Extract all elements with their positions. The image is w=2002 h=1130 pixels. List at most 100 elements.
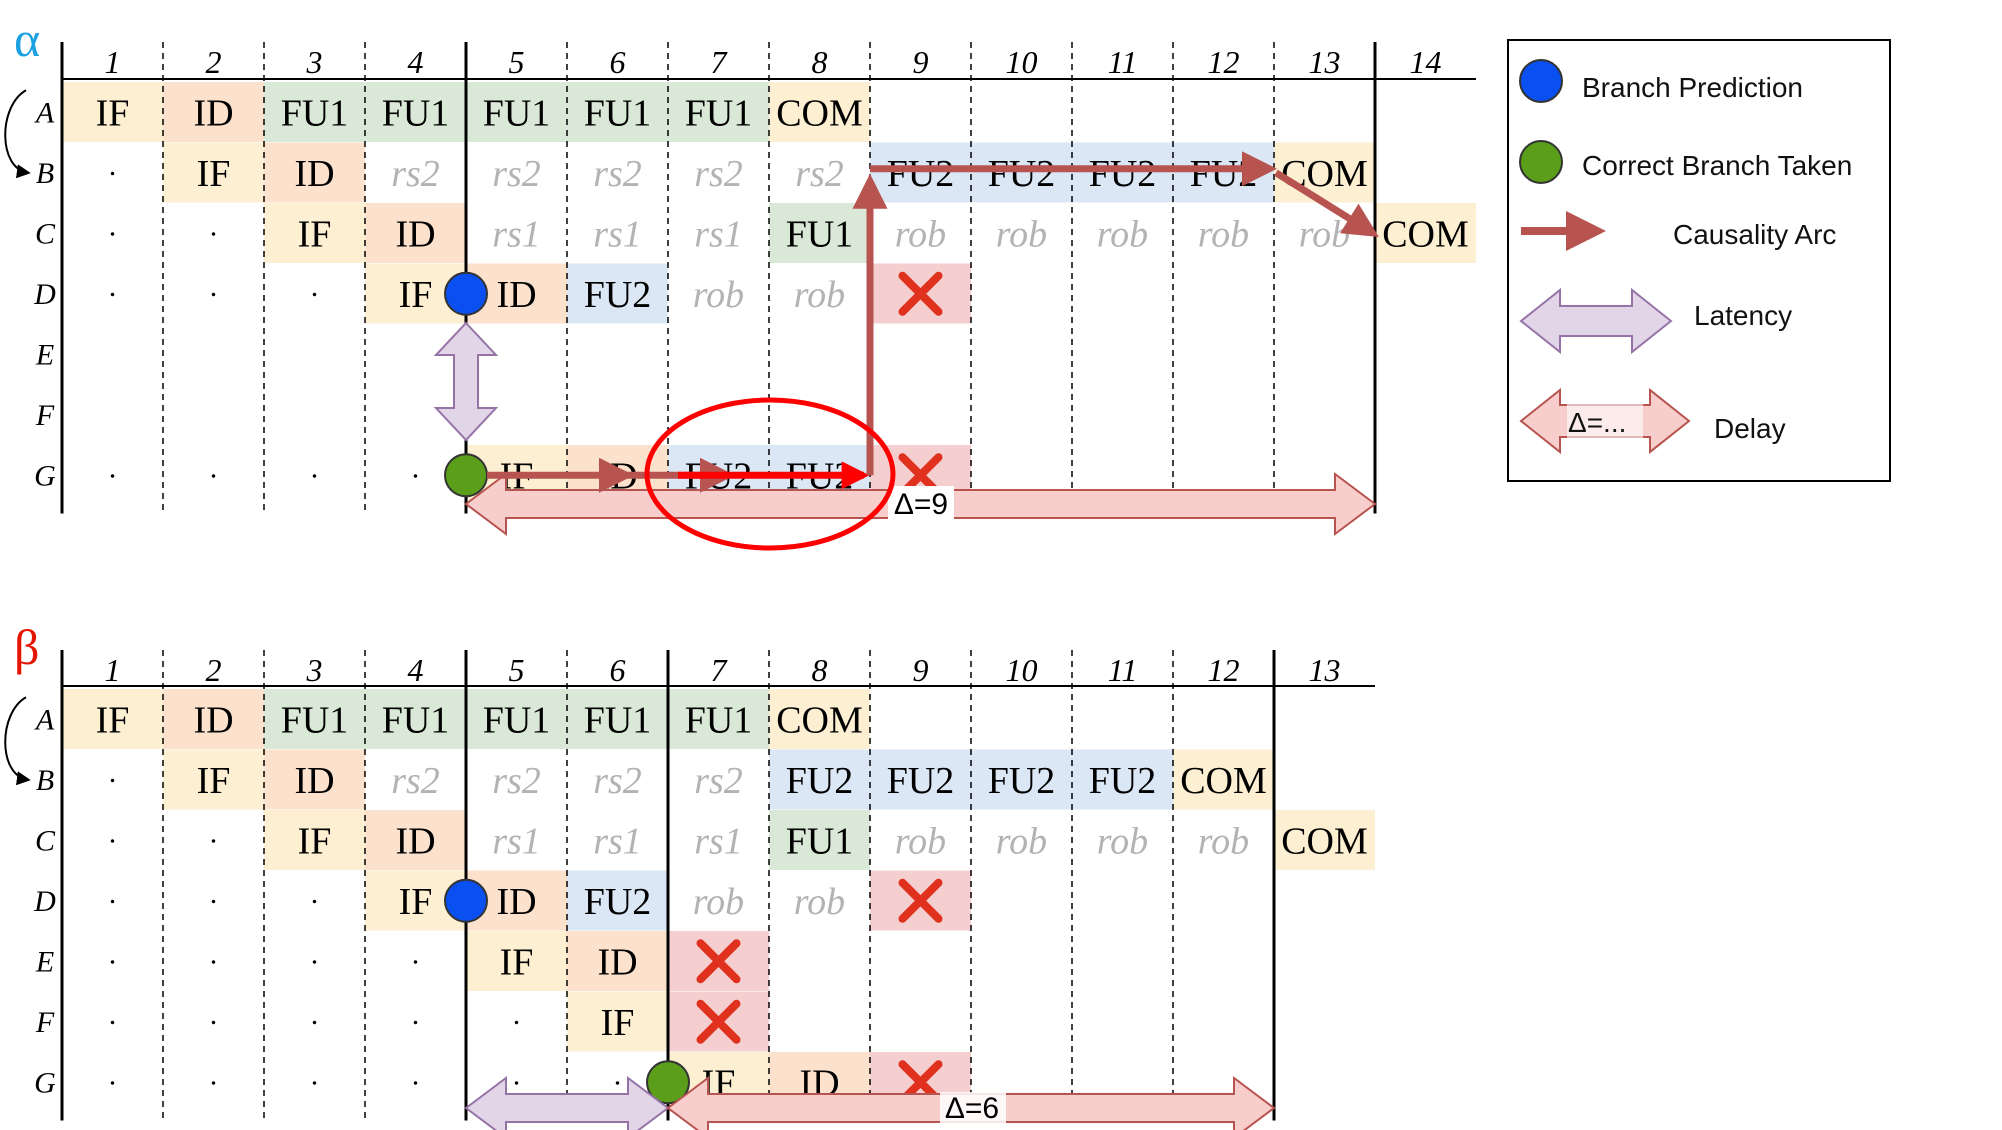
stage-text: . [311,1058,319,1091]
row-label: E [35,338,54,371]
stage-cell-if [567,991,668,1052]
cycle-header: 5 [509,44,525,80]
stage-cell-fu1 [264,82,365,142]
stage-text: . [210,1058,218,1091]
row-label: G [34,459,56,492]
stage-text: . [210,877,218,910]
stage-text: . [412,998,420,1031]
stage-text: ID [496,881,536,923]
cycle-header: 1 [105,652,121,688]
row-label: B [36,157,54,190]
legend-causality-arc: Causality Arc [1673,219,1836,250]
stage-text: IF [500,941,534,983]
stage-cell-fu1 [567,689,668,749]
row-label: C [35,824,56,857]
stage-text: FU1 [382,92,450,134]
stage-text: rob [1097,820,1148,862]
stage-text: . [311,270,319,303]
overlay-layer: Δ=9Δ=6 [4,89,1379,1130]
stage-cell-fu1 [769,810,870,870]
stage-text: rob [794,881,845,923]
cycle-header: 2 [206,44,222,80]
stage-text: IF [399,881,433,923]
delay-label-bg [940,1092,1006,1126]
stage-text: ID [395,820,435,862]
cycle-header: 12 [1208,652,1240,688]
cycle-header: 5 [509,652,525,688]
stage-text: IF [601,1002,635,1044]
stage-text: rob [693,274,744,316]
stage-cell-id [365,203,466,263]
stage-text: FU2 [584,881,652,923]
cycle-header: 9 [913,44,929,80]
stage-cell-fu2 [1072,142,1173,203]
stage-text: COM [1281,820,1368,862]
stage-cell-id [264,142,365,203]
stage-text: FU1 [685,699,753,741]
cycle-header: 3 [306,44,323,80]
row-label: E [35,945,54,978]
stage-text: COM [776,699,863,741]
row-label: G [34,1066,56,1099]
red-x-icon [696,999,741,1044]
stage-text: rs2 [795,153,844,195]
cycle-header: 13 [1309,652,1341,688]
cycle-header: 10 [1006,652,1038,688]
stage-cell-fu1 [567,82,668,142]
stage-text: IF [197,153,231,195]
stage-text: IF [399,274,433,316]
stage-text: ID [395,213,435,255]
stage-cell-id [264,749,365,810]
stage-text: FU1 [483,699,551,741]
stage-text: . [210,937,218,970]
stage-text: . [109,270,117,303]
stage-text: rs2 [391,760,440,802]
stage-cell-com [769,82,870,142]
legend-delay: Delay [1714,413,1786,444]
dependency-arrow [4,696,31,786]
stage-text: FU2 [786,760,854,802]
stage-cell-fu1 [365,689,466,749]
stage-text: rs1 [593,820,642,862]
diagram-label-beta: β [14,619,39,675]
branch-prediction-icon [1519,59,1563,103]
legend-latency: Latency [1694,300,1792,331]
stage-text: ID [496,274,536,316]
cycle-header: 6 [610,652,626,688]
correct-branch-taken-icon [646,1060,690,1105]
stage-cell-fu1 [264,689,365,749]
stage-text: . [311,877,319,910]
stage-text: . [210,270,218,303]
stage-cell-com [1274,142,1375,203]
stage-text: . [109,756,117,789]
stage-text: COM [1382,213,1469,255]
stage-text: . [109,877,117,910]
stage-text: . [109,1058,117,1091]
red-x-icon [898,271,943,316]
cycle-header: 8 [812,652,828,688]
stage-cell-com [1173,749,1274,810]
stage-text: FU2 [988,153,1056,195]
stage-cell-id [567,931,668,991]
stage-cell-com [1274,810,1375,870]
stage-cell-fu1 [365,82,466,142]
stage-cell-fu2 [567,263,668,324]
stage-text: FU2 [1089,760,1157,802]
stage-cell-fu1 [466,82,567,142]
stage-text: . [614,1058,622,1091]
stage-cell-com [1375,203,1476,263]
stage-text: . [210,209,218,242]
stage-cell-if [466,931,567,991]
stage-text: . [412,937,420,970]
cycle-header: 13 [1309,44,1341,80]
cycle-header: 3 [306,652,323,688]
stage-text: IF [197,760,231,802]
stage-cell-id [365,810,466,870]
delay-label-bg [888,486,954,522]
stage-text: rob [1097,213,1148,255]
stage-cell-fu1 [668,689,769,749]
stage-text: FU1 [584,699,652,741]
cycle-header: 14 [1410,44,1442,80]
stage-cell-if [163,749,264,810]
